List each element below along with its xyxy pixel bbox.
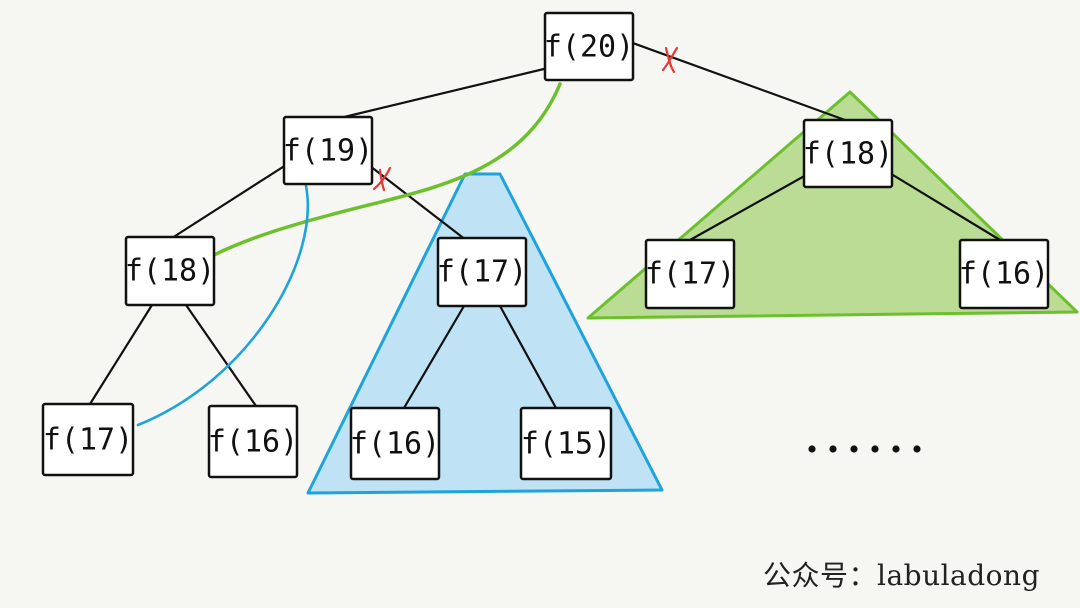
node-l1-right-label: f(18) (803, 137, 893, 172)
node-l1-left: f(19) (282, 115, 374, 186)
node-l3-c: f(16) (349, 406, 441, 481)
node-l2-b: f(17) (436, 236, 528, 308)
node-l1-right: f(18) (802, 118, 894, 189)
node-l2-d-label: f(16) (959, 257, 1049, 292)
node-l3-b-label: f(16) (208, 425, 298, 460)
node-l2-d: f(16) (958, 238, 1050, 310)
edge-l2a-l3b (184, 303, 258, 408)
node-l2-a-label: f(18) (125, 254, 215, 289)
watermark-label: 公众号：labuladong (763, 559, 1040, 592)
node-l3-a: f(17) (41, 402, 135, 477)
node-l3-a-label: f(17) (43, 423, 133, 458)
node-root-label: f(20) (544, 30, 634, 65)
node-l3-d-label: f(15) (521, 427, 611, 462)
node-l2-c: f(17) (644, 238, 736, 310)
edge-root-l1left (338, 66, 550, 120)
edge-root-l1right (628, 40, 847, 122)
edge-l1right-l2c (688, 172, 810, 242)
edge-l1left-l2a (170, 163, 288, 240)
node-l2-b-label: f(17) (437, 255, 527, 290)
node-l2-a: f(18) (124, 235, 216, 307)
node-root: f(20) (543, 11, 635, 82)
blue-memo-link (136, 184, 309, 427)
ellipsis-text: …… (864, 448, 866, 450)
edge-l2b-l3d (498, 304, 558, 410)
node-l3-b: f(16) (207, 404, 299, 479)
node-l2-c-label: f(17) (645, 257, 735, 292)
green-memo-link (212, 82, 562, 257)
edge-l1right-l2d (886, 170, 1002, 242)
node-l1-left-label: f(19) (283, 134, 373, 169)
ellipsis-dots: …… (808, 445, 921, 453)
edge-l2b-l3c (402, 304, 466, 410)
node-l3-d: f(15) (519, 406, 613, 481)
node-l3-c-label: f(16) (350, 427, 440, 462)
edge-l2a-l3a (88, 303, 154, 406)
cut-mark-icon-l1left-right (372, 166, 392, 192)
cut-mark-icon-root-right (661, 46, 679, 74)
edge-l1left-l2b (368, 164, 468, 242)
